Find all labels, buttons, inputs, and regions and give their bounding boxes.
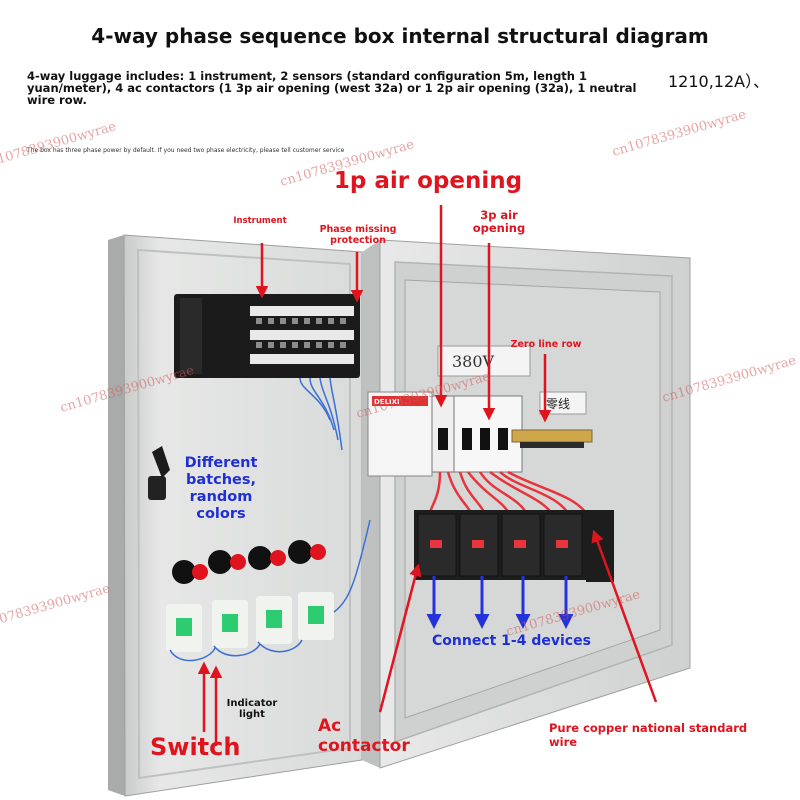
voltage-panel: 380V: [437, 345, 531, 377]
page-title: 4-way phase sequence box internal struct…: [91, 24, 709, 48]
voltage-text: 380V: [452, 352, 495, 371]
copper-wire-arrow: [591, 529, 658, 703]
brand-text: DELIXI: [374, 398, 400, 406]
copper-wire-label: Pure copper national standard wire: [549, 721, 748, 749]
device-arrows: [426, 576, 574, 629]
switch-label: Switch: [150, 733, 241, 761]
phase-missing-protector: DELIXI: [367, 391, 433, 477]
cabinet-body: [362, 239, 691, 769]
spec-text: 1210,12A）、: [668, 72, 770, 91]
phase-missing-label: Phase missing protection: [319, 224, 397, 246]
zero-line-label: Zero line row: [510, 339, 582, 350]
door-lock: [148, 446, 170, 500]
air-breakers: [431, 395, 523, 473]
indicator-label: Indicator light: [226, 698, 278, 720]
description: 4-way luggage includes: 1 instrument, 2 …: [27, 69, 637, 107]
note-text: The box has three phase power by default…: [27, 147, 345, 154]
zero-line-cn-text: 零线: [546, 397, 570, 411]
ac-contactor-arrow: [378, 563, 422, 713]
neutral-bar: [511, 429, 593, 448]
air-1p-label: 1p air opening: [333, 168, 523, 194]
contactors: [414, 510, 614, 582]
air-3p-label: 3p air opening: [472, 208, 526, 235]
instrument-label: Instrument: [233, 216, 287, 226]
indicator-lights: [172, 540, 326, 584]
instrument-device: [174, 294, 360, 451]
zero-line-label-panel: 零线: [539, 391, 587, 415]
door-switches: [166, 519, 371, 662]
ac-contactor-label: Ac contactor: [318, 716, 410, 756]
batches-label: Different batches, random colors: [184, 455, 258, 522]
connect-label: Connect 1-4 devices: [432, 633, 591, 649]
